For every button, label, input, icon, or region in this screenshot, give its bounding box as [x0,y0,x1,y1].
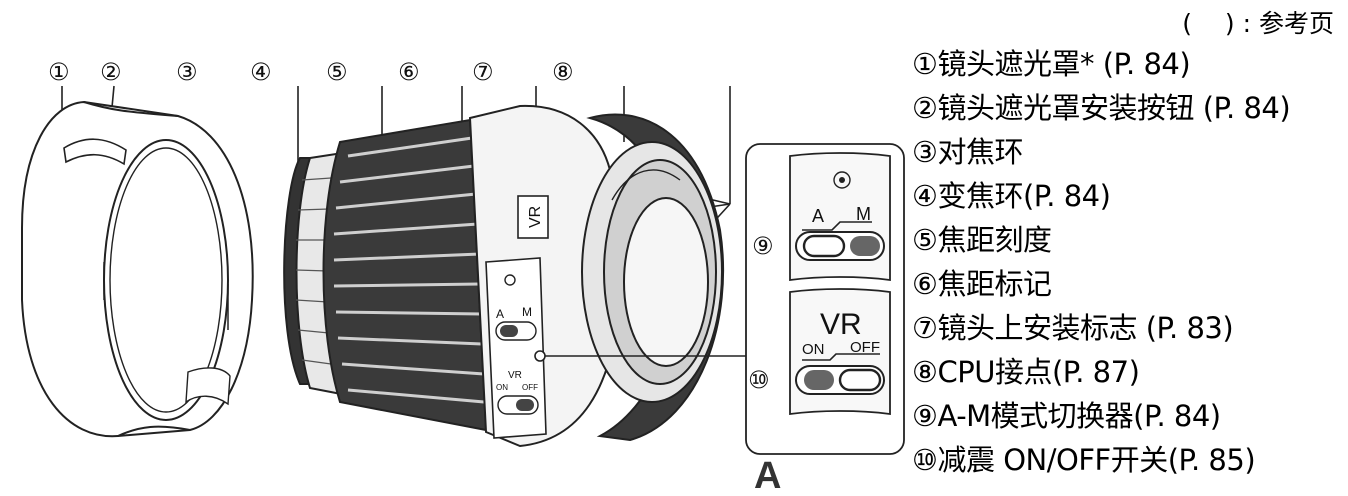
callout-9-panel: ⑨ [752,232,774,260]
panel-vr-on: ON [802,341,825,358]
lens-body: VR A M VR ON OFF [283,104,724,448]
svg-text:VR: VR [527,206,544,228]
callout-4: ④ [250,58,272,86]
lens-vr-label: VR [508,370,522,381]
lens-am-a: A [496,307,504,321]
callout-10-panel: ⑩ [748,366,770,394]
reference-note: ( ) : 参考页 [1182,9,1334,38]
legend-item-6: ⑥焦距标记 [912,267,1052,301]
legend-list: ①镜头遮光罩* (P. 84) ②镜头遮光罩安装按钮 (P. 84) ③对焦环 … [912,42,1342,482]
callout-7: ⑦ [472,58,494,86]
callout-3: ③ [176,58,198,86]
connector [534,350,750,362]
panel-vr-label: VR [820,308,862,341]
legend-item-4: ④变焦环(P. 84) [912,179,1111,213]
panel-am-a: A [812,206,824,226]
legend-item-7: ⑦镜头上安装标志 (P. 83) [912,311,1234,345]
lens-vr-off: OFF [522,383,538,392]
callout-1: ① [48,58,70,86]
switch-detail-panel: A M VR ON OFF [745,143,905,455]
legend-item-5: ⑤焦距刻度 [912,223,1052,257]
lens-hood [21,100,254,438]
legend-item-3: ③对焦环 [912,135,1024,169]
legend-item-10: ⑩减震 ON/OFF开关(P. 85) [912,443,1256,477]
legend-item-2: ②镜头遮光罩安装按钮 (P. 84) [912,91,1291,125]
legend-item-9: ⑨A-M模式切换器(P. 84) [912,399,1221,433]
callout-5: ⑤ [326,58,348,86]
callout-6: ⑥ [398,58,420,86]
panel-vr-off: OFF [850,339,880,356]
panel-am-m: M [856,204,871,224]
callout-8: ⑧ [552,58,574,86]
lens-vr-on: ON [496,383,508,392]
lens-am-m: M [522,305,532,319]
callout-2: ② [100,58,122,86]
legend-item-8: ⑧CPU接点(P. 87) [912,355,1140,389]
legend-item-1: ①镜头遮光罩* (P. 84) [912,47,1191,81]
panel-letter-a: A [754,455,781,496]
